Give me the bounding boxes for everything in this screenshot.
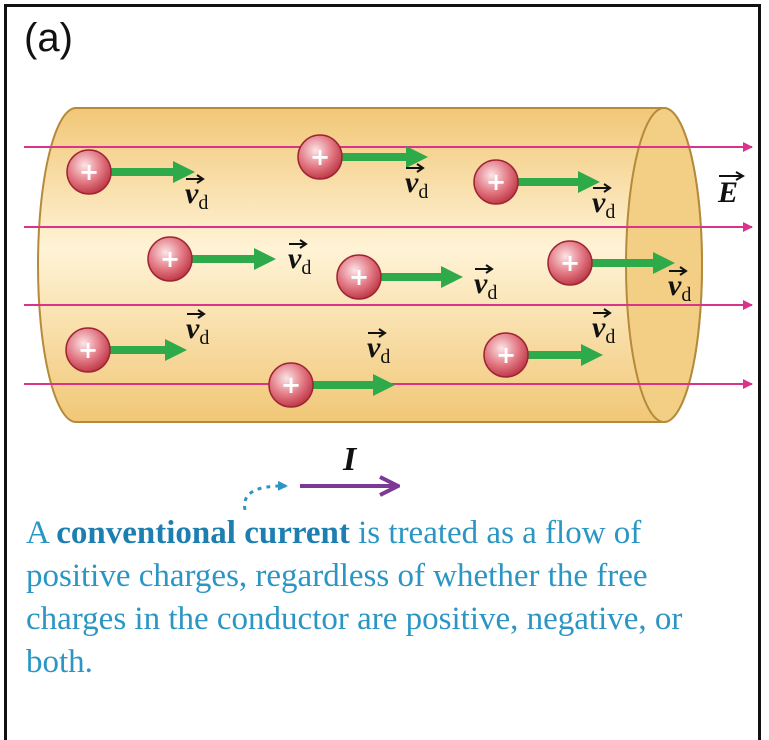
caption-bold-term: conventional current (56, 515, 350, 551)
field-label: E (717, 176, 738, 209)
positive-charge (547, 240, 593, 286)
vector-arrow-mark (289, 239, 308, 249)
caption-text: A conventional current is treated as a f… (26, 512, 746, 684)
charges-group: +vd+vd+vd+vd+vd+vd+vd+vd+vd (65, 134, 691, 408)
vector-arrow-mark (593, 308, 612, 318)
charge-plus-sign: + (281, 371, 301, 399)
drift-velocity-arrow (311, 374, 395, 396)
electric-field-label: E (717, 171, 746, 209)
charge-plus-sign: + (310, 143, 330, 171)
positive-charge (147, 236, 193, 282)
vector-arrow-mark (187, 309, 206, 319)
charge-plus-sign: + (349, 263, 369, 291)
current-label: I (342, 441, 358, 478)
vector-arrow-mark (186, 174, 205, 184)
charge-unit: +vd (336, 254, 497, 304)
positive-charge (268, 362, 314, 408)
positive-charge (473, 159, 519, 205)
charge-plus-sign: + (78, 336, 98, 364)
charge-unit: +vd (473, 159, 615, 223)
positive-charge (483, 332, 529, 378)
drift-velocity-arrow (108, 339, 187, 361)
vector-arrow-mark (593, 183, 612, 193)
current-arrow-group: I (243, 441, 396, 510)
charge-plus-sign: + (486, 168, 506, 196)
drift-velocity-arrow (590, 252, 675, 274)
charge-plus-sign: + (160, 245, 180, 273)
charge-plus-sign: + (560, 249, 580, 277)
charge-unit: +vd (297, 134, 428, 203)
caption-pre: A (26, 515, 57, 551)
drift-velocity-arrow (516, 171, 600, 193)
panel-label: (a) (24, 16, 73, 60)
vector-arrow-mark (368, 328, 387, 338)
charge-plus-sign: + (79, 158, 99, 186)
drift-velocity-arrow (379, 266, 463, 288)
caption-post: is treated as a flow of positive charges… (26, 515, 683, 680)
vector-arrow-mark (475, 264, 494, 274)
positive-charge (336, 254, 382, 300)
dotted-pointer-arrow (243, 480, 288, 510)
positive-charge (65, 327, 111, 373)
charge-plus-sign: + (496, 341, 516, 369)
drift-velocity-arrow (109, 161, 195, 183)
drift-velocity-arrow (526, 344, 603, 366)
charge-unit: +vd (547, 240, 691, 306)
conductor-diagram: +vd+vd+vd+vd+vd+vd+vd+vd+vd E I (24, 107, 753, 510)
vector-arrow-mark (406, 163, 425, 173)
vector-arrow-mark (669, 266, 688, 276)
drift-velocity-arrow (340, 146, 428, 168)
positive-charge (66, 149, 112, 195)
drift-velocity-arrow (190, 248, 276, 270)
positive-charge (297, 134, 343, 180)
